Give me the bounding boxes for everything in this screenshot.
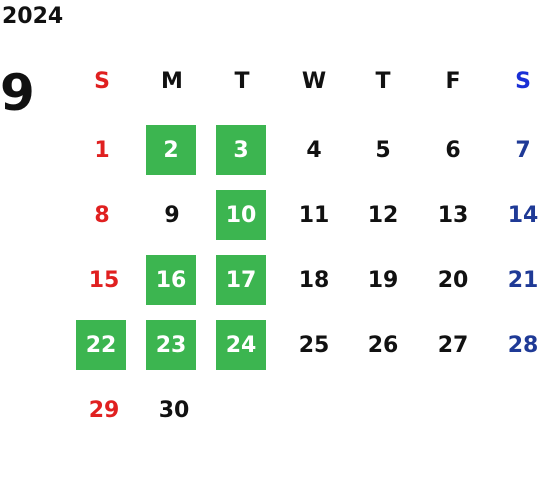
day-cell[interactable]: 14 xyxy=(507,202,539,228)
weekday-header-friday: F xyxy=(445,68,461,94)
weekday-header-wednesday: W xyxy=(301,68,327,94)
weekday-header-monday: M xyxy=(161,68,183,94)
day-cell[interactable]: 4 xyxy=(306,137,322,163)
weekday-header-saturday: S xyxy=(515,68,531,94)
day-cell-highlighted[interactable]: 16 xyxy=(146,255,196,305)
day-cell[interactable]: 25 xyxy=(298,332,330,358)
day-cell[interactable]: 1 xyxy=(94,137,110,163)
day-cell[interactable]: 20 xyxy=(437,267,469,293)
day-cell-highlighted[interactable]: 10 xyxy=(216,190,266,240)
day-cell[interactable]: 30 xyxy=(158,397,190,423)
weekday-header-sunday: S xyxy=(94,68,110,94)
day-cell[interactable]: 19 xyxy=(367,267,399,293)
day-cell-highlighted[interactable]: 23 xyxy=(146,320,196,370)
day-cell[interactable]: 12 xyxy=(367,202,399,228)
day-cell[interactable]: 27 xyxy=(437,332,469,358)
day-cell[interactable]: 18 xyxy=(298,267,330,293)
day-cell[interactable]: 28 xyxy=(507,332,539,358)
day-cell[interactable]: 9 xyxy=(164,202,180,228)
day-cell-highlighted[interactable]: 22 xyxy=(76,320,126,370)
weekday-header-thursday: T xyxy=(375,68,391,94)
day-cell[interactable]: 26 xyxy=(367,332,399,358)
day-cell[interactable]: 13 xyxy=(437,202,469,228)
day-cell[interactable]: 6 xyxy=(445,137,461,163)
day-cell-highlighted[interactable]: 17 xyxy=(216,255,266,305)
day-cell-highlighted[interactable]: 3 xyxy=(216,125,266,175)
day-cell[interactable]: 7 xyxy=(515,137,531,163)
day-cell[interactable]: 5 xyxy=(375,137,391,163)
day-cell[interactable]: 11 xyxy=(298,202,330,228)
month-number: 9 xyxy=(0,64,35,122)
day-cell[interactable]: 21 xyxy=(507,267,539,293)
day-cell-highlighted[interactable]: 24 xyxy=(216,320,266,370)
day-cell[interactable]: 8 xyxy=(94,202,110,228)
year-label: 2024 xyxy=(2,4,64,29)
day-cell-highlighted[interactable]: 2 xyxy=(146,125,196,175)
weekday-header-tuesday: T xyxy=(234,68,250,94)
day-cell[interactable]: 29 xyxy=(88,397,120,423)
day-cell[interactable]: 15 xyxy=(88,267,120,293)
